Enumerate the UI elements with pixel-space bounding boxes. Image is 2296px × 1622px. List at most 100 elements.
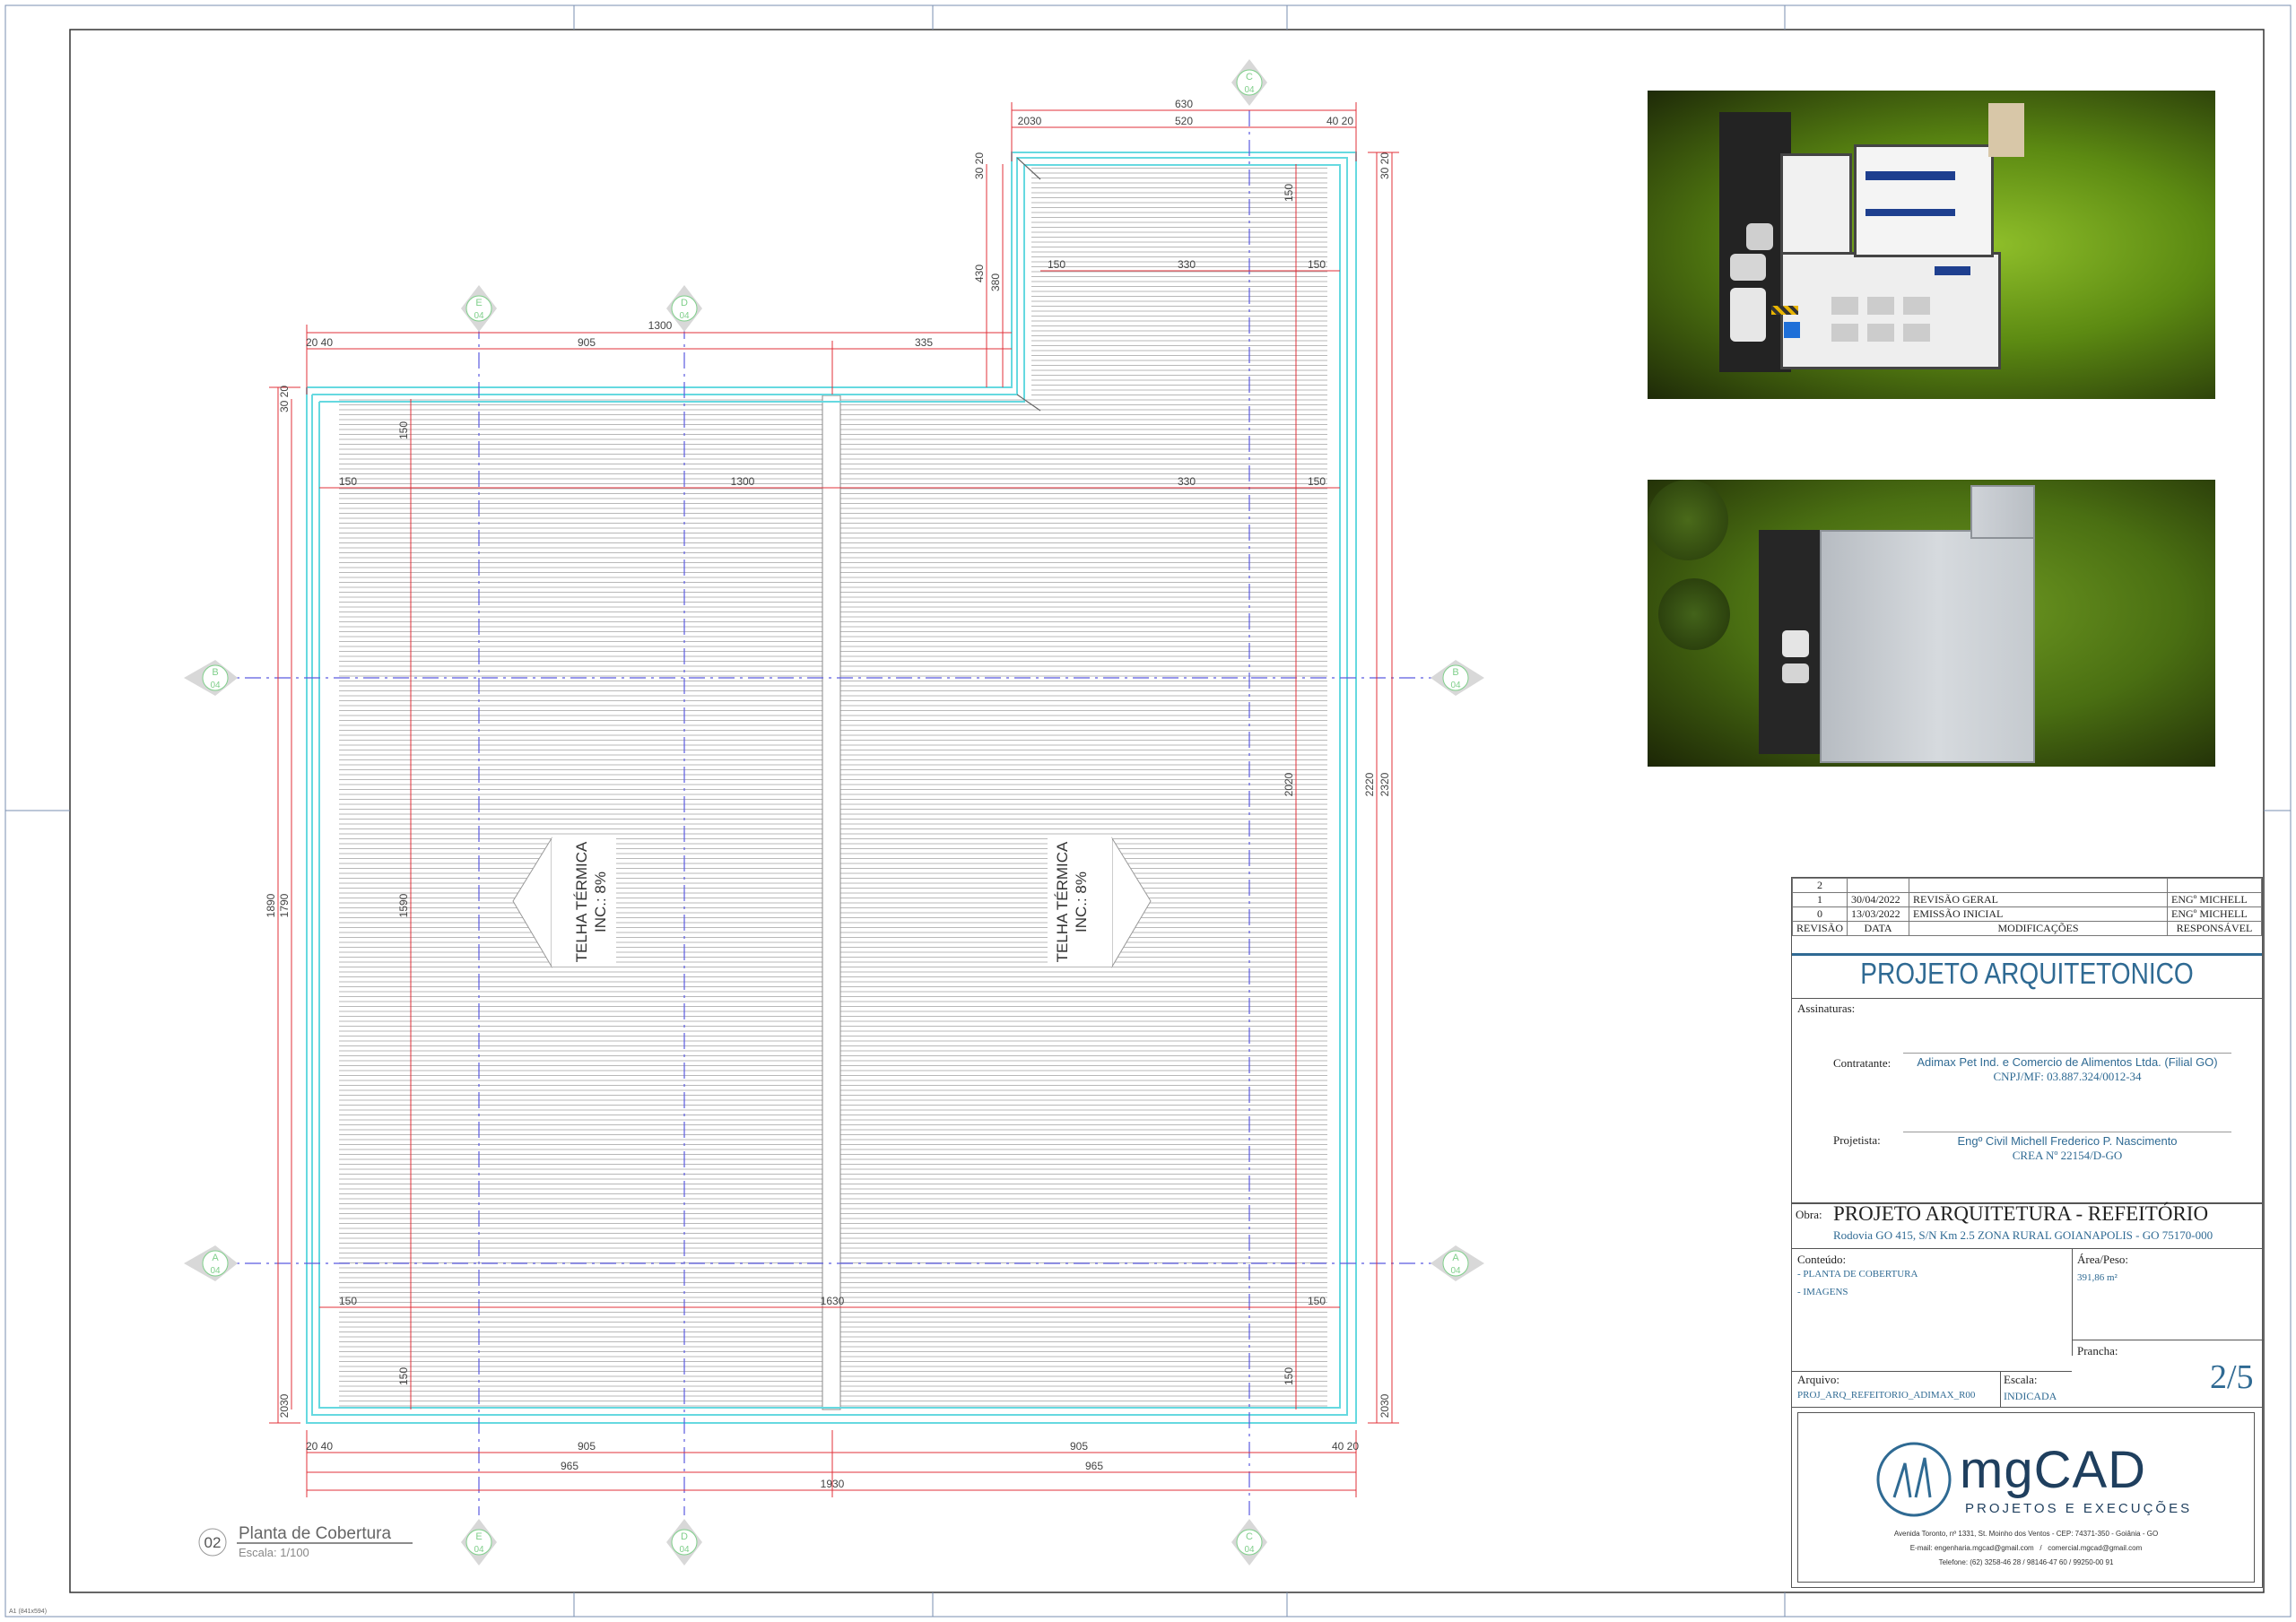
work-title: PROJETO ARQUITETURA - REFEITÓRIO <box>1833 1202 2209 1225</box>
svg-text:D: D <box>681 1531 688 1542</box>
svg-text:30 20: 30 20 <box>1378 152 1391 179</box>
project-title: PROJETO ARQUITETONICO <box>1860 957 2194 990</box>
view-number: 02 <box>204 1534 222 1551</box>
sheet-label: Prancha: <box>2077 1344 2118 1357</box>
scale-label: Escala: <box>2004 1373 2038 1386</box>
company-logo-icon <box>1876 1442 1952 1517</box>
slope-arrow-left: TELHA TÉRMICA INC.: 8% <box>512 837 616 968</box>
svg-text:2320: 2320 <box>1378 772 1391 796</box>
svg-text:380: 380 <box>989 273 1002 291</box>
svg-text:B: B <box>1452 667 1458 678</box>
svg-text:965: 965 <box>561 1460 578 1472</box>
svg-text:150: 150 <box>397 1367 410 1385</box>
svg-text:20 40: 20 40 <box>306 336 333 349</box>
axis-lines <box>215 81 1453 1515</box>
svg-text:C: C <box>1246 72 1253 82</box>
axis-marker-e-top: E 04 <box>461 285 497 332</box>
dimension-lines <box>269 102 1399 1497</box>
svg-text:1790: 1790 <box>278 893 291 917</box>
axis-marker-b-right: B 04 <box>1431 660 1484 696</box>
svg-text:430: 430 <box>973 265 986 282</box>
svg-text:30 20: 30 20 <box>973 152 986 179</box>
svg-text:150: 150 <box>397 421 410 439</box>
drawing-title-block: 02 Planta de Cobertura Escala: 1/100 <box>198 1524 413 1559</box>
svg-text:905: 905 <box>578 1440 596 1453</box>
svg-text:D: D <box>681 298 688 308</box>
roof-plan: 630 520 2030 40 20 1300 905 335 20 40 15… <box>184 59 1484 1566</box>
svg-text:905: 905 <box>578 336 596 349</box>
content-label: Conteúdo: <box>1797 1253 1847 1266</box>
roof-label-right-2: INC.: 8% <box>1073 872 1090 932</box>
axis-marker-d-top: D 04 <box>666 285 702 332</box>
svg-text:335: 335 <box>915 336 933 349</box>
company-address: Avenida Toronto, nº 1331, St. Moinho dos… <box>1893 1530 2159 1538</box>
svg-text:150: 150 <box>339 1295 357 1307</box>
svg-text:630: 630 <box>1175 98 1193 110</box>
svg-text:04: 04 <box>210 1266 221 1276</box>
svg-text:C: C <box>1246 1531 1253 1542</box>
revision-header: REVISÃO DATA MODIFICAÇÕES RESPONSÁVEL <box>1791 921 2262 936</box>
svg-text:1300: 1300 <box>648 319 673 332</box>
contractor-name: Adimax Pet Ind. e Comercio de Alimentos … <box>1917 1055 2218 1069</box>
company-box: mgCAD PROJETOS E EXECUÇÕES Avenida Toron… <box>1797 1412 2255 1583</box>
svg-text:150: 150 <box>1283 184 1295 202</box>
content-item-1: - PLANTA DE COBERTURA <box>1797 1269 1918 1279</box>
revision-table: 2 1 30/04/2022 REVISÃO GERAL ENGº MICHEL… <box>1791 878 2262 936</box>
svg-text:150: 150 <box>1308 258 1326 271</box>
svg-text:2020: 2020 <box>1283 772 1295 796</box>
axis-marker-c-bottom: C 04 <box>1231 1519 1267 1566</box>
svg-text:40 20: 40 20 <box>1332 1440 1359 1453</box>
svg-text:B: B <box>212 667 218 678</box>
svg-text:A: A <box>1452 1253 1459 1263</box>
svg-text:150: 150 <box>1283 1367 1295 1385</box>
svg-text:30 20: 30 20 <box>278 386 291 412</box>
svg-text:04: 04 <box>679 311 690 321</box>
svg-text:04: 04 <box>679 1545 690 1555</box>
company-emails: E-mail: engenharia.mgcad@gmail.com / com… <box>1909 1544 2143 1552</box>
svg-text:1930: 1930 <box>821 1478 845 1490</box>
roof-label-left-1: TELHA TÉRMICA <box>573 841 590 962</box>
contractor-label: Contratante: <box>1833 1056 1892 1070</box>
contractor-cnpj: CNPJ/MF: 03.887.324/0012-34 <box>1993 1070 2142 1083</box>
drawing-scale: Escala: 1/100 <box>239 1546 309 1559</box>
svg-text:1630: 1630 <box>821 1295 845 1307</box>
svg-text:965: 965 <box>1085 1460 1103 1472</box>
svg-text:04: 04 <box>1244 85 1255 95</box>
svg-text:150: 150 <box>339 475 357 488</box>
work-label: Obra: <box>1796 1208 1822 1221</box>
revision-row: 2 <box>1791 878 2262 893</box>
axis-marker-d-bottom: D 04 <box>666 1519 702 1566</box>
svg-text:04: 04 <box>474 311 484 321</box>
file-label: Arquivo: <box>1797 1373 1839 1386</box>
dimension-texts: 630 520 2030 40 20 1300 905 335 20 40 15… <box>306 98 1359 1490</box>
company-tagline: PROJETOS E EXECUÇÕES <box>1965 1501 2193 1516</box>
file-value: PROJ_ARQ_REFEITORIO_ADIMAX_R00 <box>1797 1390 1976 1401</box>
svg-text:E: E <box>475 298 482 308</box>
svg-text:E: E <box>475 1531 482 1542</box>
signatures-label: Assinaturas: <box>1797 1002 1856 1015</box>
area-label: Área/Peso: <box>2077 1253 2129 1266</box>
svg-text:330: 330 <box>1178 258 1196 271</box>
drawing-title: Planta de Cobertura <box>239 1524 391 1543</box>
render-top-roof <box>1648 480 2215 767</box>
content-item-2: - IMAGENS <box>1797 1287 1848 1297</box>
area-value: 391,86 m² <box>2077 1272 2118 1283</box>
roof-label-right-1: TELHA TÉRMICA <box>1054 841 1071 962</box>
sheet-value: 2/5 <box>2210 1358 2254 1396</box>
axis-marker-a-left: A 04 <box>184 1245 238 1281</box>
title-block: 2 1 30/04/2022 REVISÃO GERAL ENGº MICHEL… <box>1791 877 2264 1588</box>
roof-label-left-2: INC.: 8% <box>592 872 609 932</box>
svg-text:2220: 2220 <box>1363 772 1376 796</box>
svg-text:A: A <box>212 1253 219 1263</box>
svg-text:150: 150 <box>1048 258 1065 271</box>
work-address: Rodovia GO 415, S/N Km 2.5 ZONA RURAL GO… <box>1833 1228 2213 1242</box>
designer-crea: CREA Nº 22154/D-GO <box>2012 1149 2123 1162</box>
company-phones: Telefone: (62) 3258-46 28 / 98146-47 60 … <box>1938 1558 2114 1566</box>
revision-row: 1 30/04/2022 REVISÃO GERAL ENGº MICHELL <box>1791 892 2262 907</box>
company-logo-text: mgCAD <box>1960 1441 2147 1499</box>
axis-marker-c-top: C 04 <box>1231 59 1267 106</box>
slope-arrow-right: TELHA TÉRMICA INC.: 8% <box>1048 837 1152 968</box>
designer-name: Engº Civil Michell Frederico P. Nascimen… <box>1957 1134 2178 1148</box>
svg-text:150: 150 <box>1308 475 1326 488</box>
